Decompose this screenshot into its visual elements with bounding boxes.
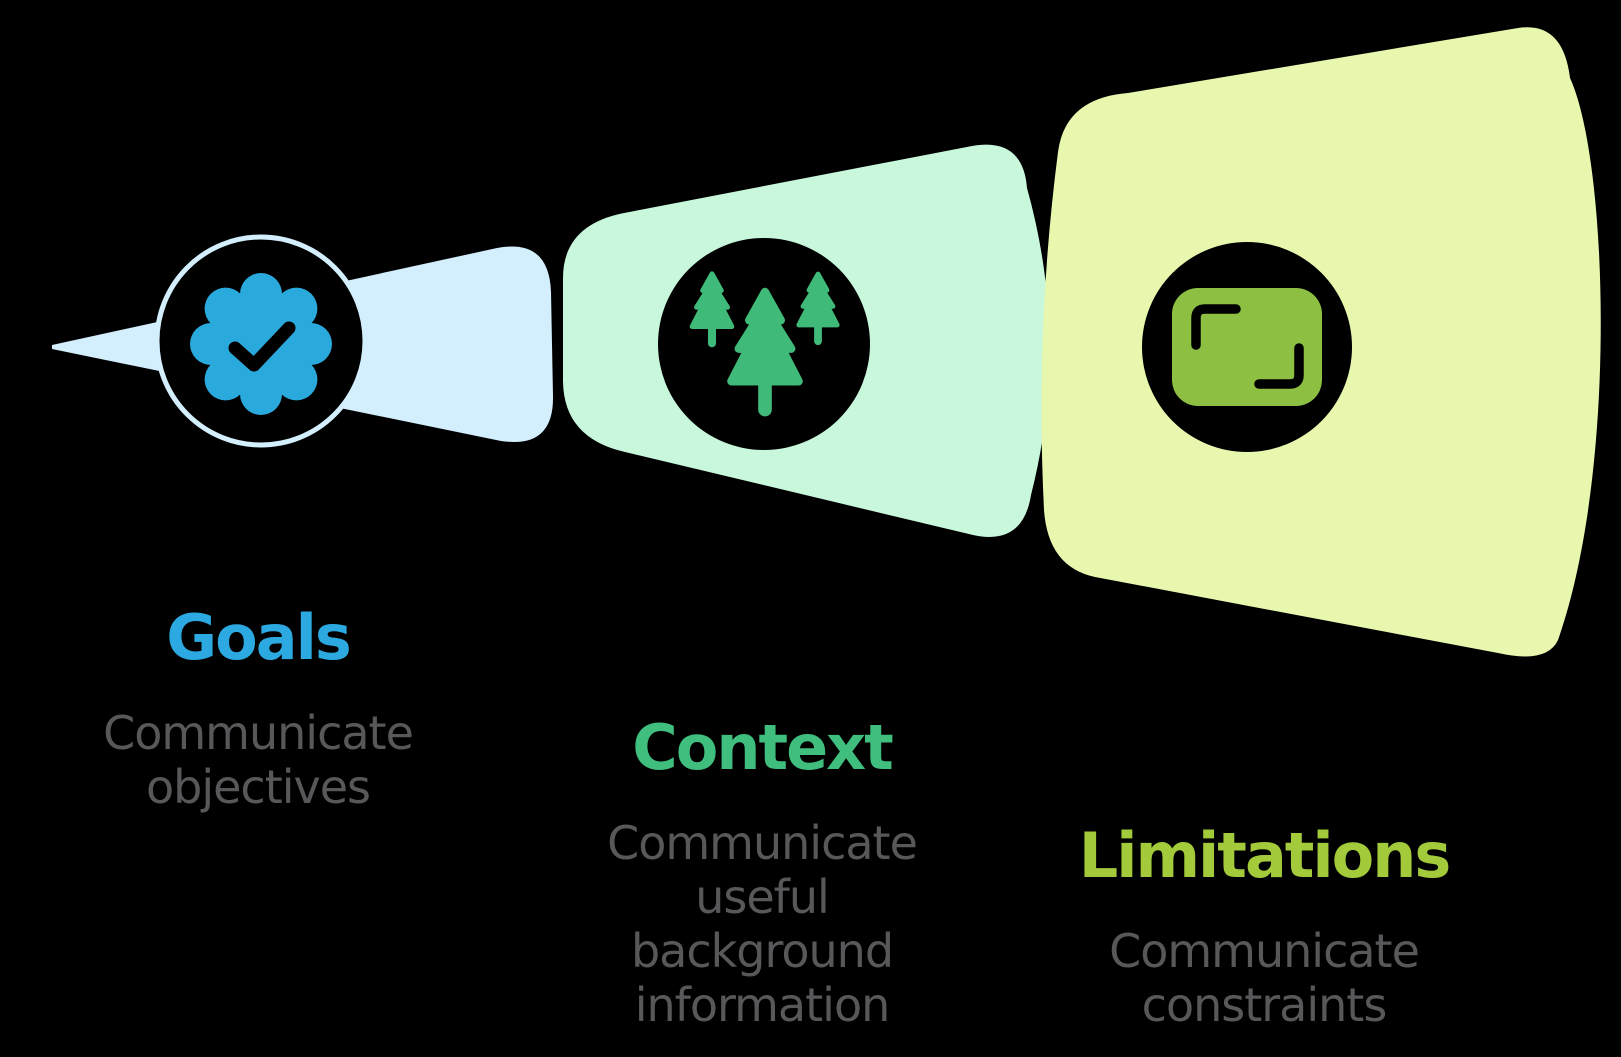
frame-corner-bottom-right	[1254, 343, 1304, 389]
context-text-block: Context Communicate useful background in…	[582, 711, 942, 1033]
frame-icon	[1172, 288, 1322, 406]
goals-text-block: Goals Communicate objectives	[83, 601, 433, 815]
context-title: Context	[632, 711, 894, 784]
limitations-text-block: Limitations Communicate constraints	[1062, 819, 1466, 1033]
context-description: Communicate useful background informatio…	[607, 816, 918, 1032]
checkmark-icon	[228, 321, 296, 372]
limitations-description: Communicate constraints	[1109, 924, 1420, 1032]
limitations-title: Limitations	[1078, 819, 1452, 892]
goals-description: Communicate objectives	[103, 706, 414, 814]
verified-badge-icon	[190, 273, 332, 415]
goals-title: Goals	[166, 601, 351, 674]
frame-corner-top-left	[1191, 304, 1241, 350]
